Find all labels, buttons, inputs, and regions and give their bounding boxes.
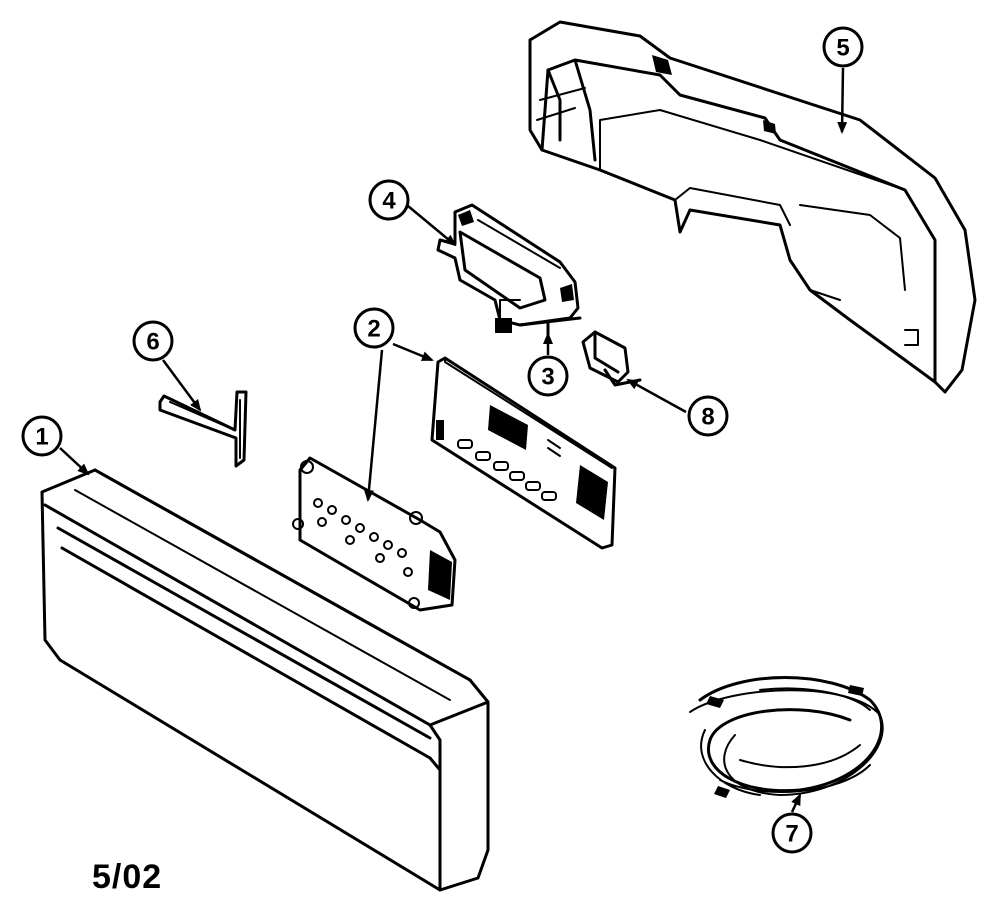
callout-1-label: 1 xyxy=(35,424,48,451)
wire-harness xyxy=(689,676,884,798)
micro-switch xyxy=(581,330,642,387)
callout-5-label: 5 xyxy=(836,35,849,62)
leader-lines xyxy=(59,67,848,813)
date-code: 5/02 xyxy=(92,858,163,896)
board-buttons xyxy=(457,439,557,501)
callout-6: 6 xyxy=(132,320,174,362)
callout-2: 2 xyxy=(353,307,395,349)
light-pipe xyxy=(158,390,248,468)
keypad-holes xyxy=(313,498,413,577)
callout-8: 8 xyxy=(687,395,729,437)
callout-7-label: 7 xyxy=(785,821,798,848)
latch-bracket xyxy=(436,203,580,333)
callout-6-label: 6 xyxy=(146,329,159,356)
callout-3-label: 3 xyxy=(541,364,554,391)
callout-1: 1 xyxy=(21,415,63,457)
callout-2-label: 2 xyxy=(367,316,380,343)
console-housing xyxy=(528,20,977,394)
control-panel xyxy=(40,468,490,892)
control-board xyxy=(430,356,617,550)
keypad-frame xyxy=(292,456,457,612)
callout-4: 4 xyxy=(368,179,410,221)
callout-8-label: 8 xyxy=(701,404,714,431)
callout-4-label: 4 xyxy=(382,188,396,215)
callout-3: 3 xyxy=(527,355,569,397)
callout-5: 5 xyxy=(822,26,864,68)
callout-7: 7 xyxy=(771,812,813,854)
